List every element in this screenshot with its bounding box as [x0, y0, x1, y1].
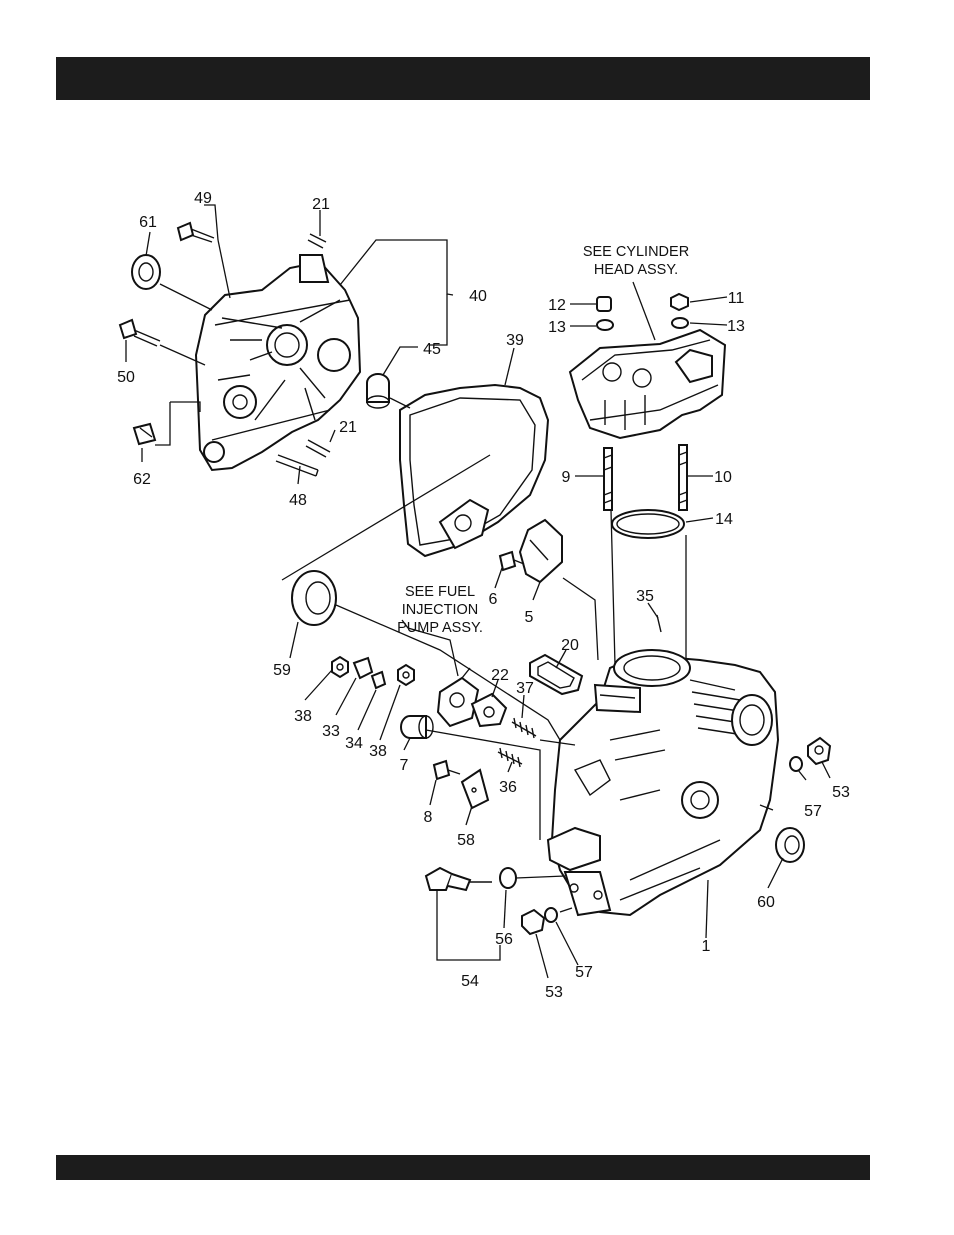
note-fuel-pump-line3: PUMP ASSY. — [397, 620, 483, 636]
callout-62: 62 — [133, 471, 151, 488]
o-ring-56 — [500, 868, 516, 888]
callout-45: 45 — [423, 341, 441, 358]
plug-62 — [134, 424, 155, 444]
bolt-53-bottom — [522, 910, 544, 934]
crankcase-block — [548, 650, 778, 915]
callout-58: 58 — [457, 832, 475, 849]
callout-7: 7 — [400, 757, 409, 774]
bolt-53-right — [808, 738, 830, 764]
callout-35: 35 — [636, 588, 654, 605]
callout-34: 34 — [345, 735, 363, 752]
seal-33 — [354, 658, 372, 678]
callout-60: 60 — [757, 894, 775, 911]
callout-33: 33 — [322, 723, 340, 740]
note-cylinder-head-line1: SEE CYLINDER — [583, 244, 689, 260]
callout-39: 39 — [506, 332, 524, 349]
callout-36: 36 — [499, 779, 517, 796]
callout-59: 59 — [273, 662, 291, 679]
side-cover-5 — [520, 520, 562, 582]
callout-10: 10 — [714, 469, 732, 486]
oil-seal-60 — [776, 828, 804, 862]
callout-61: 61 — [139, 214, 157, 231]
callout-14: 14 — [715, 511, 733, 528]
callout-12: 12 — [548, 297, 566, 314]
plug-34 — [372, 672, 385, 688]
callout-13: 13 — [548, 319, 566, 336]
nut-12 — [597, 297, 611, 311]
pin-21-bottom — [306, 440, 330, 457]
gasket-39 — [400, 385, 548, 556]
washer-57-bottom — [545, 908, 557, 922]
nut-11 — [671, 294, 688, 310]
bushing-45 — [367, 374, 389, 408]
stud-10 — [679, 445, 687, 510]
spring-36 — [498, 748, 522, 767]
callout-6: 6 — [489, 591, 498, 608]
fuel-pump-mount — [438, 668, 478, 726]
washer-57-right — [790, 757, 802, 771]
crankcase-cover — [196, 255, 360, 470]
dipstick-54 — [426, 868, 492, 890]
note-fuel-pump-line2: INJECTION — [402, 602, 479, 618]
cylinder-head — [570, 330, 725, 438]
callout-5: 5 — [525, 609, 534, 626]
callout-1: 1 — [702, 938, 711, 955]
note-fuel-pump-line1: SEE FUEL — [405, 584, 475, 600]
bolt-49 — [178, 223, 214, 242]
callout-57: 57 — [804, 803, 822, 820]
callout-22: 22 — [491, 667, 509, 684]
note-cylinder-head-line2: HEAD ASSY. — [594, 262, 678, 278]
gasket-20 — [530, 655, 582, 694]
note-fuel-pump: SEE FUEL INJECTION PUMP ASSY. — [397, 584, 483, 636]
callout-21: 21 — [312, 196, 330, 213]
callout-20: 20 — [561, 637, 579, 654]
callout-11: 11 — [728, 290, 745, 307]
stud-9 — [604, 448, 612, 510]
callout-53: 53 — [832, 784, 850, 801]
head-gasket-14 — [612, 510, 684, 538]
callout-8: 8 — [424, 809, 433, 826]
spring-37 — [512, 718, 536, 738]
nut-38-left — [332, 657, 348, 677]
shaft-48 — [276, 455, 318, 476]
pin-21-top — [308, 234, 326, 248]
callout-48: 48 — [289, 492, 307, 509]
oil-seal-59 — [292, 571, 336, 625]
sleeve-7 — [401, 716, 433, 738]
callout-38: 38 — [369, 743, 387, 760]
callout-50: 50 — [117, 369, 135, 386]
callout-54: 54 — [461, 973, 479, 990]
callout-9: 9 — [562, 469, 571, 486]
washer-13-left — [597, 320, 613, 330]
footer-bar — [56, 1155, 870, 1180]
callout-21: 21 — [339, 419, 357, 436]
callout-49: 49 — [194, 190, 212, 207]
bolt-8 — [434, 761, 460, 779]
callout-56: 56 — [495, 931, 513, 948]
callout-57: 57 — [575, 964, 593, 981]
plate-58 — [462, 770, 488, 808]
note-cylinder-head: SEE CYLINDER HEAD ASSY. — [583, 244, 689, 278]
callout-37: 37 — [516, 680, 534, 697]
nut-38-right — [398, 665, 414, 685]
oil-seal-61 — [132, 255, 160, 289]
callout-38: 38 — [294, 708, 312, 725]
callout-40: 40 — [469, 288, 487, 305]
washer-13-right — [672, 318, 688, 328]
callout-53: 53 — [545, 984, 563, 1001]
callout-13: 13 — [727, 318, 745, 335]
